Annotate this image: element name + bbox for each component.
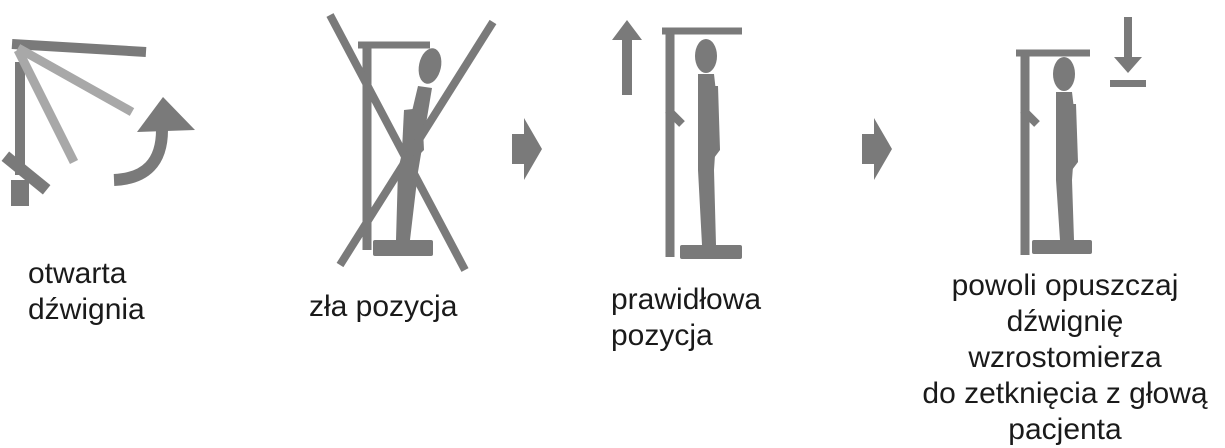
- caption-line: otwarta: [28, 257, 127, 290]
- caption-line: powoli opuszczaj: [951, 269, 1179, 302]
- caption-line: pozycja: [611, 319, 713, 352]
- caption-line: pacjenta: [1008, 413, 1122, 446]
- arrow-down-icon: [1110, 17, 1146, 87]
- step-lower-lever: [990, 0, 1225, 418]
- caption-line: dźwignię wzrostomierza: [968, 305, 1162, 374]
- caption-line: zła pozycja: [309, 290, 458, 323]
- open-lever-icon: [1, 39, 195, 206]
- step-correct-position: prawidłowa pozycja: [600, 0, 820, 418]
- step-wrong-position: zła pozycja: [300, 0, 520, 418]
- caption-lower-lever: powoli opuszczaj dźwignię wzrostomierza …: [910, 268, 1220, 448]
- caption-open-lever: otwarta dźwignia: [28, 256, 145, 328]
- correct-position-icon: [1016, 49, 1092, 255]
- arrow-up-icon: [612, 20, 642, 95]
- caption-line: dźwignia: [28, 293, 145, 326]
- caption-line: prawidłowa: [611, 283, 762, 316]
- caption-wrong-position: zła pozycja: [309, 289, 457, 325]
- correct-position-icon: [662, 27, 742, 259]
- next-arrow-icon: [862, 118, 892, 180]
- step-open-lever: otwarta dźwignia: [0, 0, 220, 418]
- caption-line: do zetknięcia z głową: [922, 377, 1208, 410]
- caption-correct-position: prawidłowa pozycja: [611, 282, 761, 354]
- next-arrow-icon: [512, 118, 542, 180]
- wrong-position-icon: [326, 13, 497, 272]
